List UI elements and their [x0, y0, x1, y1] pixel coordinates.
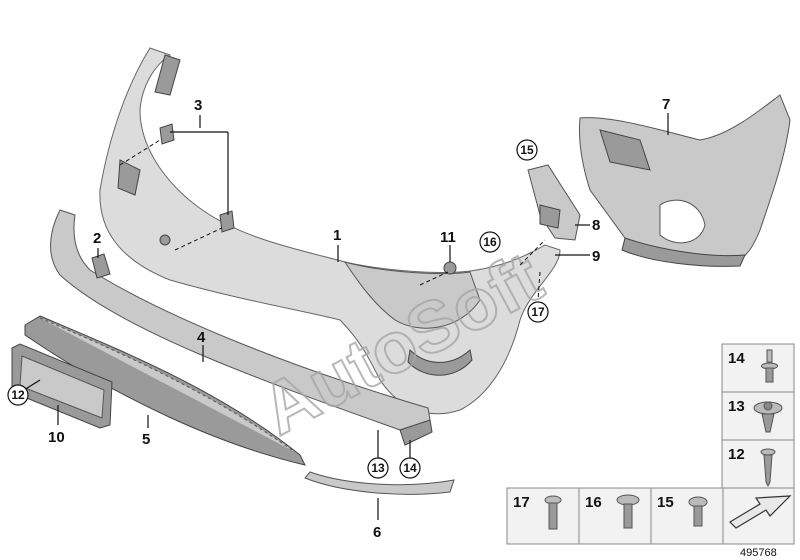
table-label-13: 13: [728, 398, 745, 415]
table-cell-17: [506, 487, 580, 545]
table-cell-14: [721, 343, 795, 393]
direction-arrow-icon: [729, 495, 792, 529]
svg-text:12: 12: [11, 388, 25, 402]
side-bracket-part: [527, 164, 581, 241]
svg-text:16: 16: [483, 235, 497, 249]
callout-2: 2: [93, 230, 101, 247]
callout-6: 6: [373, 524, 381, 541]
table-cell-12: [721, 439, 795, 489]
table-label-12: 12: [728, 446, 745, 463]
table-cell-13: [721, 391, 795, 441]
circled-callout-13: 13: [367, 457, 389, 479]
circled-callout-16: 16: [479, 231, 501, 253]
callout-8: 8: [592, 217, 600, 234]
leader-lines: [23, 113, 669, 520]
svg-text:17: 17: [531, 305, 545, 319]
front-bumper-part: [99, 47, 561, 415]
clip-lower-part: [219, 210, 235, 233]
rivet-14-icon: [761, 349, 778, 383]
circled-callout-14: 14: [399, 457, 421, 479]
clip-nut-13-icon: [753, 401, 783, 433]
bolt-17-icon: [544, 495, 562, 530]
grille-strip-part: [24, 315, 306, 466]
screw-15-icon: [688, 496, 708, 527]
callout-11: 11: [440, 229, 456, 246]
flange-bolt-16-icon: [616, 494, 640, 529]
screw-12-icon: [760, 448, 776, 488]
table-label-17: 17: [513, 494, 530, 511]
cover-part: [91, 253, 111, 279]
lower-lip-part: [304, 471, 455, 495]
table-label-14: 14: [728, 350, 745, 367]
callout-9: 9: [592, 248, 600, 265]
bumper-carrier-part: [579, 94, 791, 267]
license-plate-holder-part: [11, 343, 113, 429]
circled-callout-17: 17: [527, 301, 549, 323]
callout-10: 10: [48, 429, 65, 446]
callout-3: 3: [194, 97, 202, 114]
fastener-table: 14 13 12 17 16 1: [506, 343, 795, 545]
clip-upper-part: [159, 123, 175, 145]
callout-4: 4: [197, 329, 206, 346]
svg-text:13: 13: [371, 461, 385, 475]
table-cell-15: [650, 487, 724, 545]
callout-1: 1: [333, 227, 341, 244]
circled-callout-15: 15: [516, 139, 538, 161]
circled-callout-12: 12: [7, 384, 29, 406]
svg-text:15: 15: [520, 143, 534, 157]
svg-text:14: 14: [403, 461, 417, 475]
table-label-16: 16: [585, 494, 602, 511]
callout-5: 5: [142, 431, 150, 448]
table-cell-16: [578, 487, 652, 545]
table-label-15: 15: [657, 494, 674, 511]
diagram-code: 495768: [740, 547, 777, 559]
callout-7: 7: [662, 96, 670, 113]
